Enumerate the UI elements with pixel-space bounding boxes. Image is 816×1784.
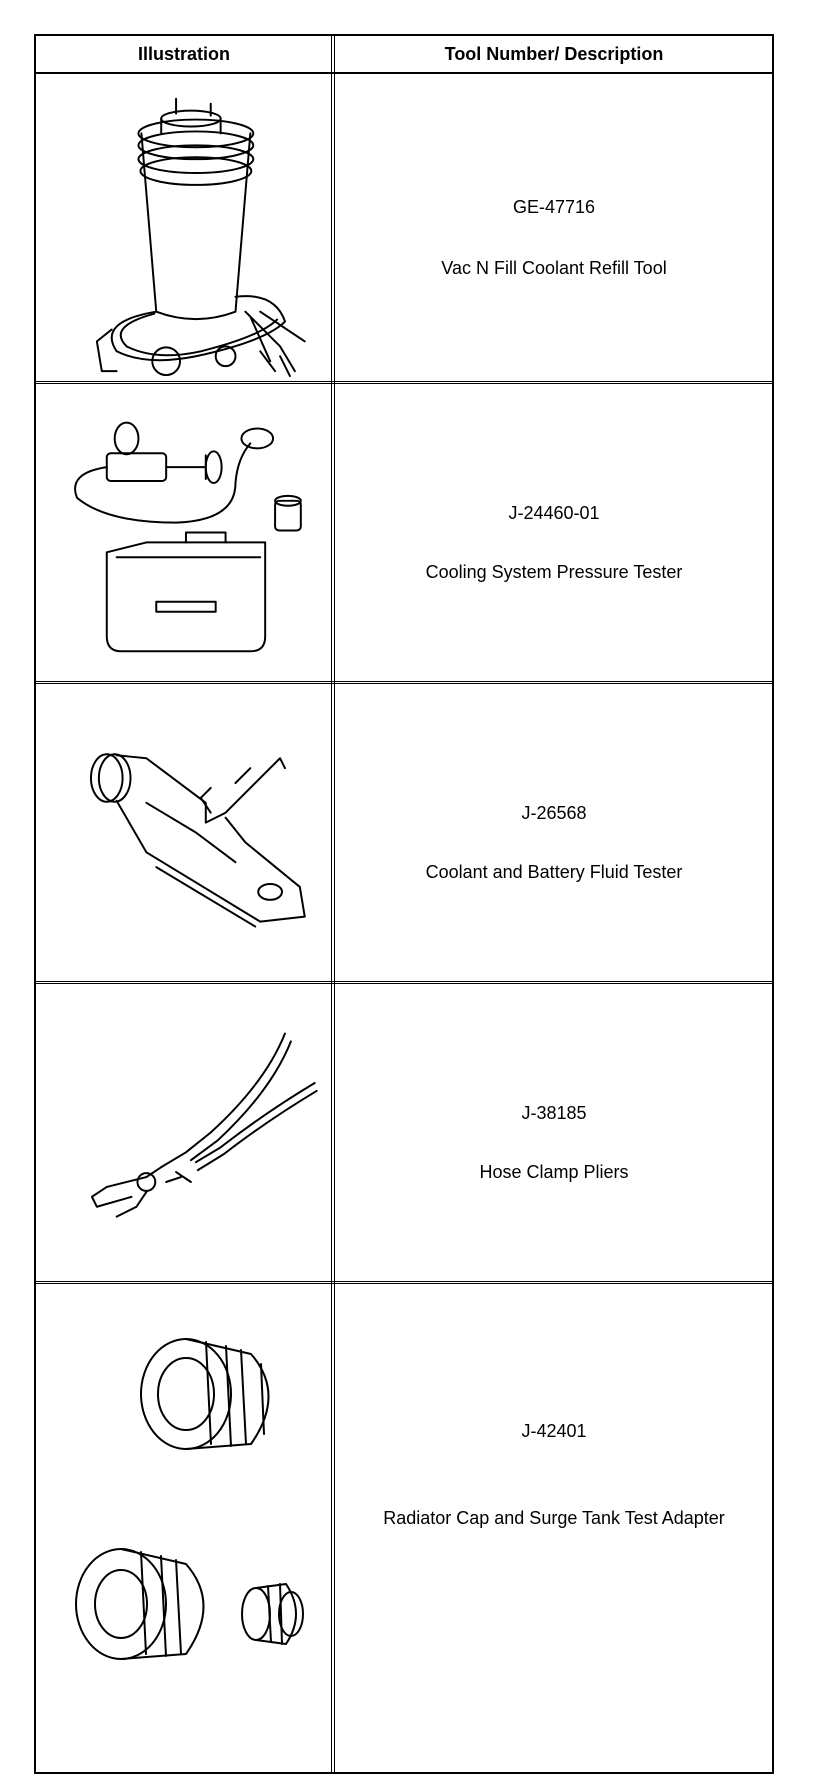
tool-name: Hose Clamp Pliers: [479, 1162, 629, 1183]
table-header: Illustration Tool Number/ Description: [36, 36, 772, 74]
test-adapter-icon: [75, 1338, 304, 1660]
illustration-cell: [36, 1284, 331, 1772]
illustration-cell: [36, 384, 331, 681]
description-column-header: Tool Number/ Description: [444, 44, 664, 64]
tool-name: Vac N Fill Coolant Refill Tool: [441, 258, 667, 279]
tool-name: Coolant and Battery Fluid Tester: [425, 862, 683, 883]
table-row: J-26568 Coolant and Battery Fluid Tester: [36, 684, 772, 984]
hose-clamp-pliers-icon: [90, 1032, 318, 1218]
pressure-tester-icon: [74, 421, 302, 653]
illustration-cell: [36, 684, 331, 981]
tool-number: J-42401: [521, 1420, 587, 1441]
column-divider: [331, 36, 335, 1772]
tools-table: Illustration Tool Number/ Description: [34, 34, 774, 1774]
tool-name: Radiator Cap and Surge Tank Test Adapter: [383, 1508, 725, 1529]
tool-number: J-24460-01: [508, 502, 600, 523]
coolant-refill-tool-icon: [95, 97, 306, 378]
tool-number: J-26568: [521, 802, 587, 823]
illustration-cell: [36, 984, 331, 1281]
tool-number: J-38185: [521, 1102, 587, 1123]
table-row: GE-47716 Vac N Fill Coolant Refill Tool: [36, 74, 772, 384]
illustration-cell: [36, 74, 331, 381]
table-row: J-42401 Radiator Cap and Surge Tank Test…: [36, 1284, 772, 1772]
tool-name: Cooling System Pressure Tester: [425, 562, 683, 583]
fluid-tester-icon: [89, 753, 306, 928]
illustration-column-header: Illustration: [137, 44, 230, 64]
table-row: J-24460-01 Cooling System Pressure Teste…: [36, 384, 772, 684]
table-row: J-38185 Hose Clamp Pliers: [36, 984, 772, 1284]
tool-number: GE-47716: [512, 196, 596, 217]
